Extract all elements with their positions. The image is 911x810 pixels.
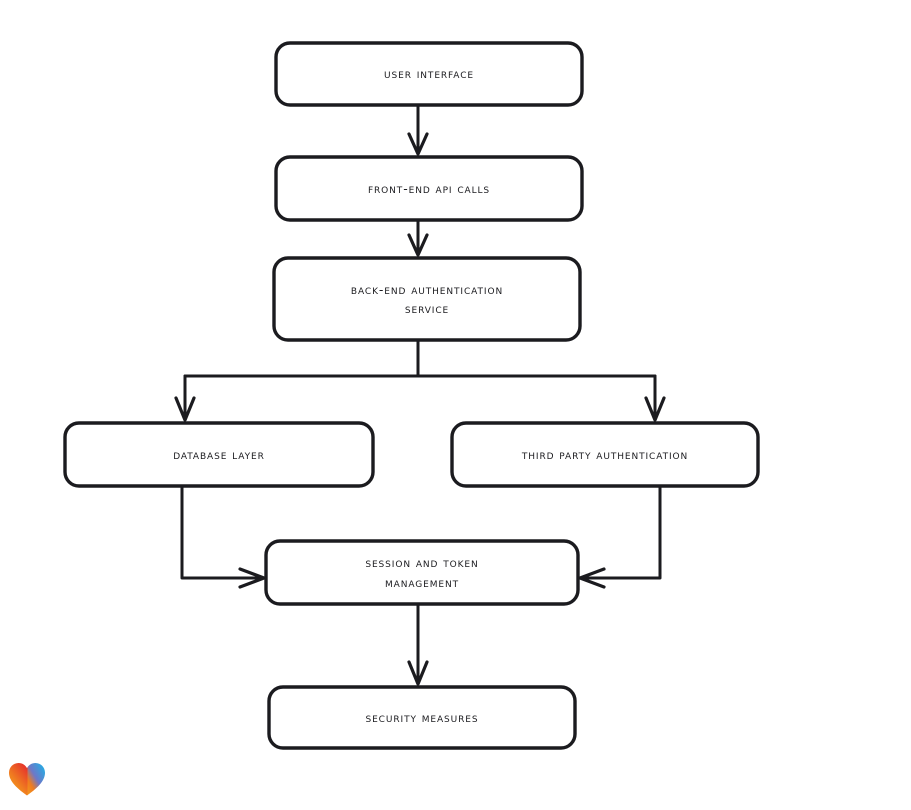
edge-backend-to-database (174, 374, 196, 422)
node-user-interface[interactable] (274, 41, 584, 107)
node-session-and-token-management[interactable] (264, 539, 580, 606)
edge-session-to-security (407, 603, 429, 686)
node-front-end-api-calls[interactable] (274, 155, 584, 222)
node-third-party-authentication[interactable] (450, 421, 760, 488)
node-security-measures[interactable] (267, 685, 577, 750)
node-back-end-authentication-service[interactable] (272, 256, 582, 342)
node-layer (63, 41, 760, 750)
edge-database-to-session (180, 485, 266, 589)
edge-api-to-backend (407, 219, 429, 257)
edge-layer (174, 104, 666, 686)
edge-backend-split (183, 339, 657, 378)
node-database-layer[interactable] (63, 421, 375, 488)
edge-third-party-to-session (578, 485, 662, 589)
heart-icon (9, 763, 45, 796)
edge-backend-to-third-party (644, 374, 666, 422)
edge-ui-to-api (407, 104, 429, 156)
